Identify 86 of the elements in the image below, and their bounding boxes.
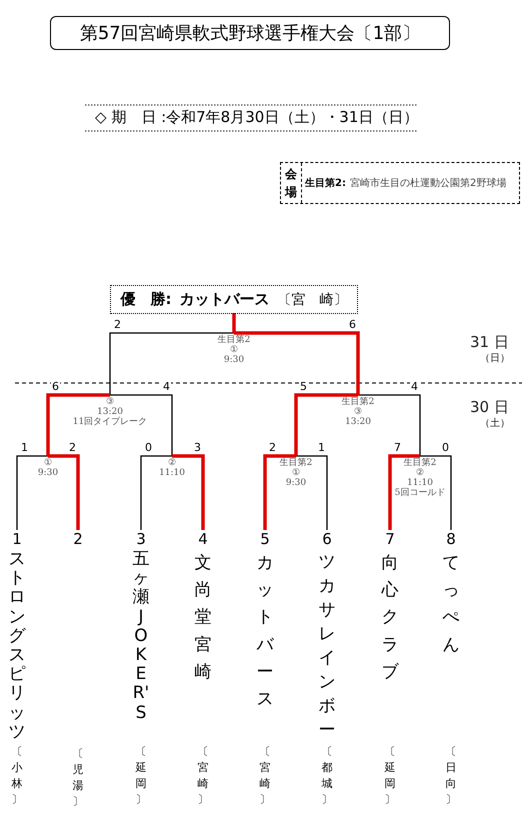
match-info: 13:20	[96, 407, 123, 417]
team-number: 8	[445, 529, 457, 550]
bracket-line	[358, 394, 421, 456]
match-info: ②	[167, 458, 177, 468]
title: 第57回宮崎県軟式野球選手権大会〔1部〕	[80, 22, 420, 45]
match-info: 生目第2	[216, 335, 252, 345]
score-label: 6	[51, 381, 60, 393]
score-label: 2	[113, 319, 122, 331]
team-number: 6	[321, 529, 333, 550]
bracket-line	[172, 454, 205, 530]
match-info: 13:20	[344, 417, 372, 427]
team-region: 〔宮崎〕	[197, 744, 209, 808]
day-note: （日）	[480, 352, 510, 365]
team-name: カットバース	[256, 552, 274, 712]
match-info: 生目第2	[402, 458, 438, 468]
day-label: 30 日	[470, 398, 509, 417]
match-info: 9:30	[284, 478, 308, 488]
team-region: 〔児湯〕	[72, 746, 84, 810]
venue-table	[280, 162, 520, 204]
score-label: 1	[317, 442, 326, 454]
team-region: 〔宮崎〕	[259, 744, 271, 808]
day-note: （土）	[480, 416, 510, 430]
bracket-line	[110, 394, 173, 456]
match-info: 9:30	[222, 355, 246, 365]
team-number: 2	[72, 529, 84, 550]
bracket-line	[109, 332, 234, 395]
bracket-line	[294, 393, 358, 456]
venue-name: 宮崎市生目の杜運動公園第2野球場	[350, 176, 506, 190]
score-label: 2	[268, 442, 277, 454]
match-info: 5回コールド	[394, 488, 446, 498]
team-region: 〔都城〕	[321, 744, 333, 808]
match-info: ③	[353, 407, 363, 417]
score-label: 5	[299, 381, 308, 393]
score-label: 0	[441, 442, 450, 454]
bracket-line	[263, 454, 296, 530]
match-info: 9:30	[36, 468, 60, 478]
team-number: 1	[11, 529, 23, 550]
team-name: 向心クラブ	[381, 552, 399, 684]
match-info: ①	[229, 345, 239, 355]
score-label: 7	[393, 442, 402, 454]
bracket-line	[420, 455, 452, 530]
score-label: 3	[193, 442, 202, 454]
team-name: てっぺん	[442, 552, 460, 657]
bracket-line	[388, 454, 420, 530]
champion-heading: 優 勝:	[120, 290, 172, 309]
match-info: ②	[415, 468, 425, 478]
team-number: 7	[384, 529, 396, 550]
team-number: 5	[259, 529, 271, 550]
match-info: 11回タイブレーク	[72, 417, 148, 427]
team-name: ストロングスピリッツ	[8, 550, 26, 742]
team-region: 〔小林〕	[11, 744, 23, 808]
match-info: ①	[291, 468, 301, 478]
bracket-line	[46, 393, 110, 456]
team-number: 4	[197, 529, 209, 550]
bracket-line	[16, 455, 48, 530]
bracket-line	[232, 311, 236, 333]
bracket-line	[296, 455, 328, 530]
bracket-line	[140, 455, 172, 530]
team-number: 3	[135, 529, 147, 550]
day-label: 31 日	[470, 333, 509, 352]
match-info: 11:10	[406, 478, 434, 488]
champion-team: カットバース	[180, 290, 270, 309]
venue-heading: 会場	[284, 166, 298, 201]
team-name: 五ヶ瀬JOKER'S	[132, 550, 150, 725]
team-name: ツカサレインボー	[318, 551, 336, 742]
team-region: 〔延岡〕	[384, 744, 396, 808]
score-label: 2	[68, 442, 77, 454]
venue-code: 生目第2:	[305, 176, 346, 190]
score-label: 6	[348, 319, 357, 331]
match-info: 11:10	[158, 468, 186, 478]
score-label: 0	[144, 442, 153, 454]
score-label: 4	[410, 381, 419, 393]
match-info: ①	[43, 458, 53, 468]
team-region: 〔日向〕	[445, 744, 457, 808]
match-info: ③	[105, 397, 115, 407]
champion-box	[110, 285, 358, 314]
bracket-line	[48, 454, 80, 530]
match-info: 生目第2	[340, 397, 376, 407]
score-label: 1	[20, 442, 29, 454]
bracket-line	[234, 331, 360, 395]
team-name: 文尚堂宮崎	[194, 552, 212, 684]
score-label: 4	[162, 381, 171, 393]
team-region: 〔延岡〕	[135, 744, 147, 808]
date-line: ◇ 期 日 :令和7年8月30日（土）・31日（日）	[95, 108, 418, 127]
champion-region: 〔宮 崎〕	[278, 290, 348, 308]
match-info: 生目第2	[278, 458, 314, 468]
